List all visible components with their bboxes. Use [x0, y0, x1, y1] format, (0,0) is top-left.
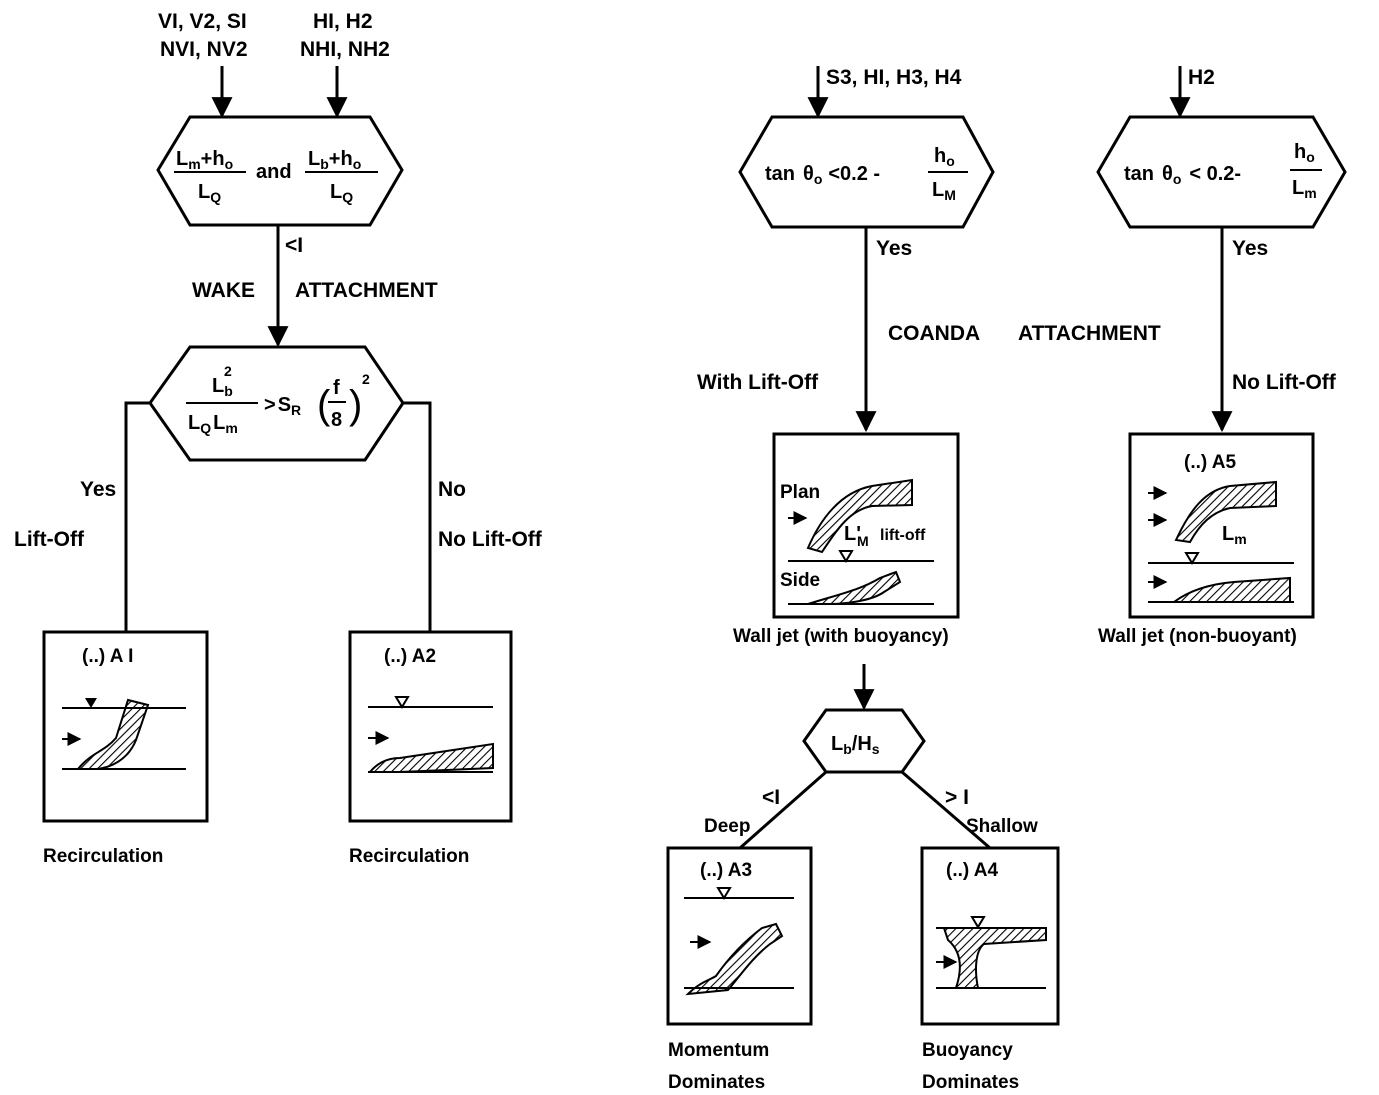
- svg-text:8: 8: [331, 409, 342, 431]
- box-a4-title: (..) A4: [946, 860, 999, 881]
- box-a5: [1128, 432, 1315, 619]
- caption-a1: Recirculation: [43, 846, 163, 867]
- caption-wall-jet-buoyancy: Wall jet (with buoyancy): [733, 626, 949, 647]
- sketch-a2: [367, 696, 494, 773]
- sketch-wall-jet-buoyancy: [788, 478, 934, 605]
- box-a5-title: (..) A5: [1184, 452, 1237, 473]
- label-greater-than-one: > I: [945, 786, 969, 809]
- label-lift-off-point: lift-off: [880, 527, 926, 544]
- svg-text:ho: ho: [1294, 141, 1315, 165]
- label-attachment: ATTACHMENT: [295, 279, 438, 302]
- input-horizontal-line2: NHI, NH2: [300, 38, 390, 61]
- svg-text:LQ: LQ: [198, 181, 221, 205]
- label-yes-a: Yes: [876, 237, 912, 260]
- label-yes-b: Yes: [1232, 237, 1268, 260]
- line-deep: [739, 770, 827, 850]
- svg-text:L'M: L'M: [844, 523, 869, 549]
- decision-hexagon-coanda-b: [1096, 115, 1347, 229]
- box-a4: [920, 846, 1060, 1026]
- label-a5-lm: L: [1222, 523, 1234, 545]
- criterion-depth-formula: Lb/Hs: [831, 733, 880, 757]
- criterion-1-formula: Lm+ho LQ and Lb+ho LQ: [174, 148, 378, 205]
- svg-text:>SR: >SR: [264, 394, 301, 418]
- svg-text:Lb+ho: Lb+ho: [308, 148, 361, 172]
- svg-text:2: 2: [224, 363, 232, 379]
- box-a2-title: (..) A2: [384, 646, 436, 667]
- label-plan: Plan: [780, 482, 820, 503]
- input-h2: H2: [1188, 66, 1215, 89]
- sketch-a5: [1148, 480, 1294, 603]
- and-text: and: [256, 161, 292, 183]
- label-no-lift-off-right: No Lift-Off: [1232, 371, 1337, 394]
- svg-text:f: f: [333, 377, 340, 399]
- svg-text:2: 2: [362, 371, 370, 387]
- sketch-a1: [62, 698, 186, 770]
- label-less-than-one-deep: <I: [762, 786, 780, 809]
- label-deep: Deep: [704, 816, 750, 837]
- label-shallow: Shallow: [966, 816, 1038, 837]
- caption-a4-line1: Buoyancy: [922, 1040, 1013, 1061]
- label-no-lift-off: No Lift-Off: [438, 528, 543, 551]
- caption-a3-line1: Momentum: [668, 1040, 769, 1061]
- svg-text:Lm+ho: Lm+ho: [176, 148, 233, 172]
- label-lm: L: [844, 523, 856, 545]
- svg-text:ho: ho: [934, 145, 955, 169]
- box-a1: [42, 630, 209, 823]
- svg-text:LQ: LQ: [330, 181, 353, 205]
- box-a3: [666, 846, 813, 1026]
- label-side: Side: [780, 570, 820, 591]
- line-no-branch: [403, 401, 432, 632]
- sketch-a4: [936, 916, 1047, 989]
- box-wall-jet-buoyancy: [772, 432, 960, 619]
- caption-wall-jet-nonbuoyant: Wall jet (non-buoyant): [1098, 626, 1297, 647]
- svg-text:): ): [349, 383, 362, 427]
- svg-text:Lm: Lm: [1222, 523, 1247, 547]
- sketch-a3: [684, 887, 794, 996]
- decision-hexagon-coanda-a: [738, 115, 995, 229]
- label-yes: Yes: [80, 478, 116, 501]
- caption-a2: Recirculation: [349, 846, 469, 867]
- svg-text:Lb: Lb: [212, 375, 233, 399]
- label-coanda-attachment: ATTACHMENT: [1018, 322, 1161, 345]
- caption-a3-line2: Dominates: [668, 1072, 765, 1093]
- decision-hexagon-1: [156, 115, 404, 227]
- input-vertical-line1: VI, V2, SI: [158, 10, 247, 33]
- line-yes-branch: [124, 401, 150, 632]
- label-coanda: COANDA: [888, 322, 980, 345]
- input-s3-h1-h3-h4: S3, HI, H3, H4: [826, 66, 962, 89]
- label-with-lift-off: With Lift-Off: [697, 371, 819, 394]
- caption-a4-line2: Dominates: [922, 1072, 1019, 1093]
- box-a2: [348, 630, 513, 823]
- line-shallow: [901, 770, 991, 850]
- svg-text:Lm: Lm: [1292, 177, 1317, 201]
- input-horizontal-line1: HI, H2: [313, 10, 373, 33]
- label-no: No: [438, 478, 466, 501]
- svg-text:(: (: [317, 383, 331, 427]
- input-vertical-line2: NVI, NV2: [160, 38, 248, 61]
- left-inputs: VI, V2, SI NVI, NV2 HI, H2 NHI, NH2: [158, 10, 390, 61]
- svg-text:LM: LM: [932, 179, 956, 203]
- box-a3-title: (..) A3: [700, 860, 752, 881]
- label-lift-off: Lift-Off: [14, 528, 85, 551]
- label-less-than-one: <I: [285, 234, 303, 257]
- box-a1-title: (..) A I: [82, 646, 133, 667]
- label-wake: WAKE: [192, 279, 255, 302]
